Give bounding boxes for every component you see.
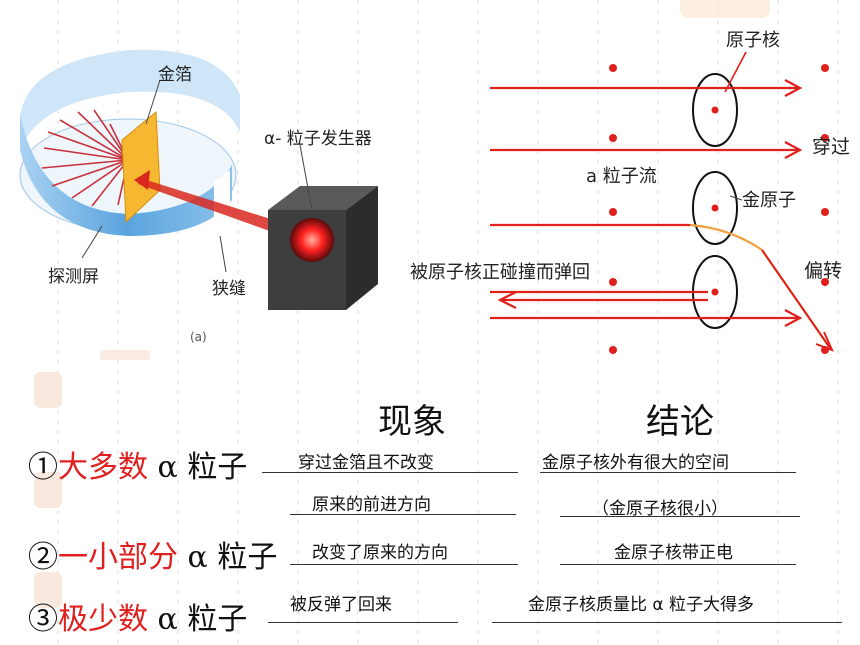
row-3-phenomenon: 被反弹了回来 (290, 595, 392, 615)
row-1-phenomenon-line-2: 原来的前进方向 (312, 495, 431, 515)
seal-decoration (34, 572, 62, 608)
deflected-ray (689, 223, 831, 349)
row-1-phenomenon-line-1: 穿过金箔且不改变 (298, 453, 434, 473)
answer-underline (290, 564, 518, 565)
row-1-conclusion-line-2: （金原子核很小） (592, 499, 728, 519)
row-highlight: 大多数 (58, 450, 148, 485)
label-alpha-stream: a 粒子流 (586, 166, 657, 187)
row-highlight: 极少数 (58, 602, 148, 637)
alpha-source-box (268, 186, 378, 310)
row-suffix: α 粒子 (148, 450, 248, 485)
background-atom-dots (609, 64, 829, 354)
label-nucleus: 原子核 (726, 30, 780, 51)
row-number: ① (28, 450, 58, 485)
label-alpha-source: α- 粒子发生器 (264, 129, 372, 149)
row-1-subject: ①大多数 α 粒子 (28, 442, 247, 486)
label-slit: 狭缝 (212, 279, 246, 299)
label-gold-foil: 金箔 (158, 65, 192, 85)
row-2-phenomenon: 改变了原来的方向 (312, 543, 448, 563)
label-pass-through: 穿过 (812, 136, 851, 158)
label-deflected: 偏转 (804, 260, 843, 282)
label-caption: (a) (190, 330, 207, 344)
nuclei (711, 106, 719, 296)
row-number: ③ (28, 602, 58, 637)
row-highlight: 一小部分 (58, 540, 178, 575)
seal-decoration (34, 372, 62, 408)
row-3-subject: ③极少数 α 粒子 (28, 594, 247, 638)
corner-decoration (680, 0, 770, 18)
label-bounce-back: 被原子核正碰撞而弹回 (410, 262, 590, 283)
row-3-conclusion: 金原子核质量比 α 粒子大得多 (528, 595, 755, 615)
answer-underline (492, 622, 842, 623)
seal-decoration (34, 472, 62, 508)
row-suffix: α 粒子 (178, 540, 278, 575)
row-number: ② (28, 540, 58, 575)
answer-underline (268, 622, 458, 623)
alpha-rays (490, 79, 803, 327)
row-suffix: α 粒子 (148, 602, 248, 637)
answer-underline (560, 516, 800, 517)
apparatus-diagram (19, 49, 378, 310)
label-detector-screen: 探测屏 (48, 267, 99, 287)
answer-underline (560, 564, 796, 565)
row-1-conclusion-line-1: 金原子核外有很大的空间 (542, 453, 729, 473)
seal-decoration (100, 350, 150, 360)
header-phenomenon: 现象 (378, 402, 446, 442)
answer-underline (262, 472, 518, 473)
row-2-conclusion: 金原子核带正电 (614, 543, 733, 563)
row-2-subject: ②一小部分 α 粒子 (28, 532, 277, 576)
header-conclusion: 结论 (646, 402, 714, 442)
label-gold-atom: 金原子 (742, 190, 796, 211)
answer-underline (290, 514, 516, 515)
answer-underline (540, 472, 796, 473)
scattering-model-diagram (490, 51, 834, 354)
